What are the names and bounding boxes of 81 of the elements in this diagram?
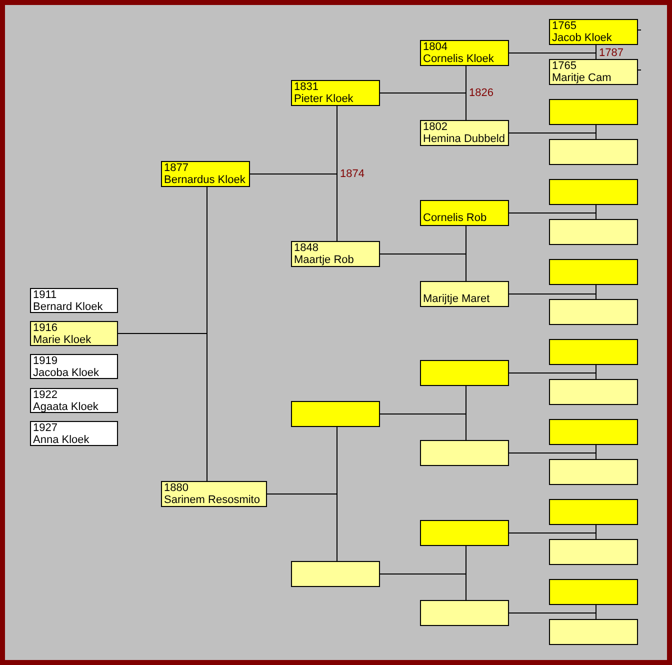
person-name: Maritje Cam: [552, 72, 612, 84]
family-line: [380, 254, 466, 282]
empty-person-box: [549, 179, 638, 205]
person-name: Jacoba Kloek: [33, 367, 100, 379]
empty-person-box: [549, 379, 638, 405]
birth-year: 1916: [33, 322, 58, 334]
birth-year: 1804: [423, 41, 448, 53]
person-name: Sarinem Resosmito: [164, 494, 261, 506]
person-name: Marie Kloek: [33, 334, 92, 346]
empty-person-box: [549, 419, 638, 445]
family-line: [508, 532, 596, 540]
family-line: [508, 612, 596, 620]
birth-year: 1877: [164, 162, 190, 174]
empty-person-box: [549, 99, 638, 125]
person-box: [291, 80, 380, 106]
empty-person-box: [420, 520, 509, 546]
person-box: [291, 241, 380, 267]
empty-person-box: [549, 459, 638, 485]
person-box: [161, 161, 250, 187]
empty-person-box: [549, 339, 638, 365]
person-name: Cornelis Rob: [423, 212, 488, 224]
family-line: [266, 494, 338, 562]
person-box: [420, 281, 509, 307]
person-box: [420, 120, 509, 146]
person-box: [549, 19, 638, 45]
birth-year: 1880: [164, 482, 190, 494]
birth-year: 1922: [33, 389, 58, 401]
empty-person-box: [420, 600, 509, 626]
family-line: [250, 174, 338, 242]
marriage-year: 1787: [598, 47, 624, 59]
family-line: [508, 212, 596, 220]
family-line: [508, 52, 596, 60]
empty-person-box: [549, 259, 638, 285]
birth-year: 1919: [33, 355, 58, 367]
empty-person-box: [549, 299, 638, 325]
person-name: Marijtje Maret: [423, 293, 491, 305]
person-box: [549, 59, 638, 85]
family-line: [508, 132, 596, 140]
empty-person-box: [549, 499, 638, 525]
family-line: [380, 92, 466, 120]
person-name: Hemina Dubbeld: [423, 133, 506, 145]
birth-year: 1831: [294, 81, 320, 93]
empty-person-box: [549, 579, 638, 605]
person-name: Pieter Kloek: [294, 93, 354, 105]
marriage-year: 1826: [468, 87, 494, 99]
birth-year: 1911: [33, 289, 58, 301]
person-box: [30, 288, 118, 313]
person-name: Agaata Kloek: [33, 401, 100, 413]
person-name: Anna Kloek: [33, 434, 90, 446]
empty-person-box: [420, 360, 509, 386]
person-box: [30, 388, 118, 413]
birth-year: 1765: [552, 20, 578, 32]
person-name: Jacob Kloek: [552, 32, 613, 44]
person-name: Cornelis Kloek: [423, 53, 495, 65]
person-name: Bernardus Kloek: [164, 174, 246, 186]
birth-year: 1765: [552, 60, 578, 72]
empty-person-box: [549, 219, 638, 245]
family-line: [118, 333, 208, 482]
empty-person-box: [291, 401, 380, 427]
empty-person-box: [291, 561, 380, 587]
person-box: [420, 200, 509, 226]
person-box: [30, 421, 118, 446]
birth-year: 1802: [423, 121, 448, 133]
person-name: Maartje Rob: [294, 254, 355, 266]
birth-year: 1848: [294, 242, 320, 254]
empty-person-box: [549, 539, 638, 565]
family-line: [508, 452, 596, 460]
empty-person-box: [549, 139, 638, 165]
family-line: [380, 414, 466, 440]
empty-person-box: [549, 619, 638, 645]
person-box: [30, 321, 118, 346]
person-name: Bernard Kloek: [33, 301, 104, 313]
marriage-year: 1874: [339, 168, 366, 180]
family-line: [508, 372, 596, 380]
person-box: [420, 40, 509, 66]
birth-year: 1927: [33, 422, 58, 434]
person-box: [161, 481, 267, 507]
person-box: [30, 354, 118, 379]
family-line: [380, 574, 466, 600]
family-line: [508, 294, 596, 300]
empty-person-box: [420, 440, 509, 466]
